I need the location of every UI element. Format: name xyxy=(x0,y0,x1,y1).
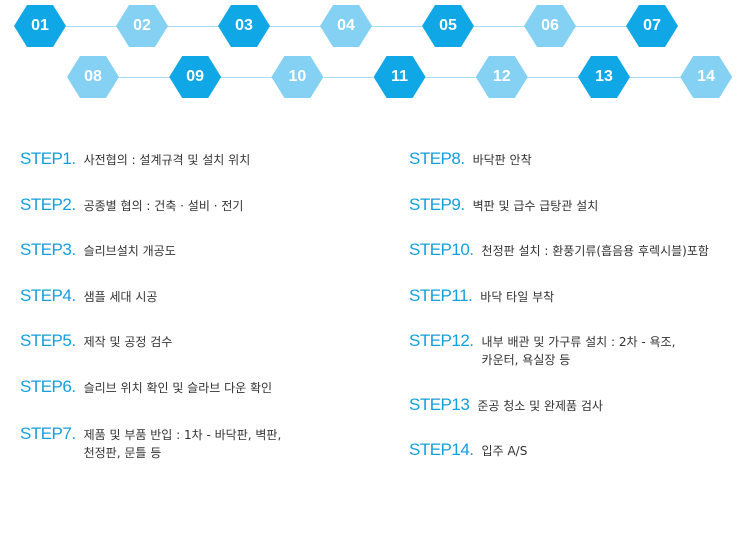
step-description: 바닥판 안착 xyxy=(473,148,532,169)
step-hex-row-2: 08 09 10 11 12 13 14 xyxy=(0,56,744,100)
step-item: STEP2. 공종별 협의 : 건축 · 설비 · 전기 xyxy=(20,194,243,216)
step-description: 샘플 세대 시공 xyxy=(84,285,158,306)
step-item: STEP1. 사전협의 : 설계규격 및 설치 위치 xyxy=(20,148,250,170)
step-label: STEP3. xyxy=(20,240,76,259)
step-label: STEP8. xyxy=(409,149,465,168)
step-description-line: 샘플 세대 시공 xyxy=(83,290,158,304)
step-description: 준공 청소 및 완제품 검사 xyxy=(477,394,603,415)
step-item: STEP8. 바닥판 안착 xyxy=(409,148,532,170)
step-description-line: 벽판 및 급수 급탕관 설치 xyxy=(472,199,599,213)
step-description-line: 준공 청소 및 완제품 검사 xyxy=(477,399,603,413)
step-label: STEP14. xyxy=(409,440,474,459)
step-hex-07: 07 xyxy=(626,5,678,47)
step-label: STEP10. xyxy=(409,240,474,259)
step-description-line: 바닥판 안착 xyxy=(472,153,532,167)
step-label: STEP6. xyxy=(20,377,76,396)
step-description-line: 슬리브설치 개공도 xyxy=(83,244,176,258)
step-description: 슬리브 위치 확인 및 슬라브 다운 확인 xyxy=(84,376,273,397)
step-label: STEP1. xyxy=(20,149,76,168)
step-description-line: 바닥 타일 부착 xyxy=(480,290,555,304)
step-description-line: 제작 및 공정 검수 xyxy=(83,335,173,349)
step-description: 천정판 설치 : 환풍기류(흡음용 후렉시블)포함 xyxy=(482,239,709,260)
step-description-line: 카운터, 욕실장 등 xyxy=(481,353,571,367)
step-hex-05: 05 xyxy=(422,5,474,47)
step-item: STEP10. 천정판 설치 : 환풍기류(흡음용 후렉시블)포함 xyxy=(409,239,709,261)
step-label: STEP12. xyxy=(409,331,474,350)
step-hex-11: 11 xyxy=(373,56,426,98)
step-item: STEP4. 샘플 세대 시공 xyxy=(20,285,157,307)
step-label: STEP4. xyxy=(20,286,76,305)
step-description-line: 입주 A/S xyxy=(481,444,528,458)
step-description-line: 내부 배관 및 가구류 설치 : 2차 - 욕조, xyxy=(481,335,676,349)
step-hex-02: 02 xyxy=(116,5,168,47)
step-description-line: 슬리브 위치 확인 및 슬라브 다운 확인 xyxy=(83,381,273,395)
step-description-line: 사전협의 : 설계규격 및 설치 위치 xyxy=(83,153,251,167)
step-description: 바닥 타일 부착 xyxy=(480,285,554,306)
step-label: STEP2. xyxy=(20,195,76,214)
step-description: 내부 배관 및 가구류 설치 : 2차 - 욕조, 카운터, 욕실장 등 xyxy=(482,330,676,369)
step-hex-row-1: 01 02 03 04 05 06 07 xyxy=(0,5,744,49)
step-item: STEP11. 바닥 타일 부착 xyxy=(409,285,554,307)
step-item: STEP13 준공 청소 및 완제품 검사 xyxy=(409,394,603,416)
step-item: STEP9. 벽판 및 급수 급탕관 설치 xyxy=(409,194,598,216)
step-hex-03: 03 xyxy=(218,5,270,47)
step-description: 슬리브설치 개공도 xyxy=(84,239,176,260)
step-item: STEP5. 제작 및 공정 검수 xyxy=(20,330,172,352)
step-description: 제품 및 부품 반입 : 1차 - 바닥판, 벽판, 천정판, 문틀 등 xyxy=(84,423,282,462)
step-label: STEP13 xyxy=(409,395,470,414)
step-label: STEP7. xyxy=(20,424,76,443)
step-item: STEP12. 내부 배관 및 가구류 설치 : 2차 - 욕조, 카운터, 욕실장… xyxy=(409,330,675,369)
step-item: STEP7. 제품 및 부품 반입 : 1차 - 바닥판, 벽판, 천정판, 문틀 … xyxy=(20,423,281,462)
step-description: 공종별 협의 : 건축 · 설비 · 전기 xyxy=(84,194,244,215)
step-description: 입주 A/S xyxy=(482,439,528,460)
step-description-line: 공종별 협의 : 건축 · 설비 · 전기 xyxy=(83,199,244,213)
step-hex-04: 04 xyxy=(320,5,372,47)
step-description: 벽판 및 급수 급탕관 설치 xyxy=(473,194,599,215)
step-description-line: 천정판 설치 : 환풍기류(흡음용 후렉시블)포함 xyxy=(481,244,709,258)
step-item: STEP14. 입주 A/S xyxy=(409,439,527,461)
step-label: STEP9. xyxy=(409,195,465,214)
step-label: STEP11. xyxy=(409,286,473,305)
step-hex-13: 13 xyxy=(578,56,630,98)
step-hex-06: 06 xyxy=(524,5,576,47)
step-hex-10: 10 xyxy=(271,56,324,98)
step-description: 사전협의 : 설계규격 및 설치 위치 xyxy=(84,148,251,169)
step-hex-14: 14 xyxy=(680,56,733,98)
step-hex-12: 12 xyxy=(475,56,528,98)
step-hex-01: 01 xyxy=(14,5,66,47)
step-description-line: 제품 및 부품 반입 : 1차 - 바닥판, 벽판, xyxy=(83,428,282,442)
step-item: STEP6. 슬리브 위치 확인 및 슬라브 다운 확인 xyxy=(20,376,272,398)
step-hex-09: 09 xyxy=(169,56,222,98)
step-label: STEP5. xyxy=(20,331,76,350)
step-hex-08: 08 xyxy=(67,56,119,98)
step-description-line: 천정판, 문틀 등 xyxy=(83,446,162,460)
step-item: STEP3. 슬리브설치 개공도 xyxy=(20,239,176,261)
step-description: 제작 및 공정 검수 xyxy=(84,330,173,351)
